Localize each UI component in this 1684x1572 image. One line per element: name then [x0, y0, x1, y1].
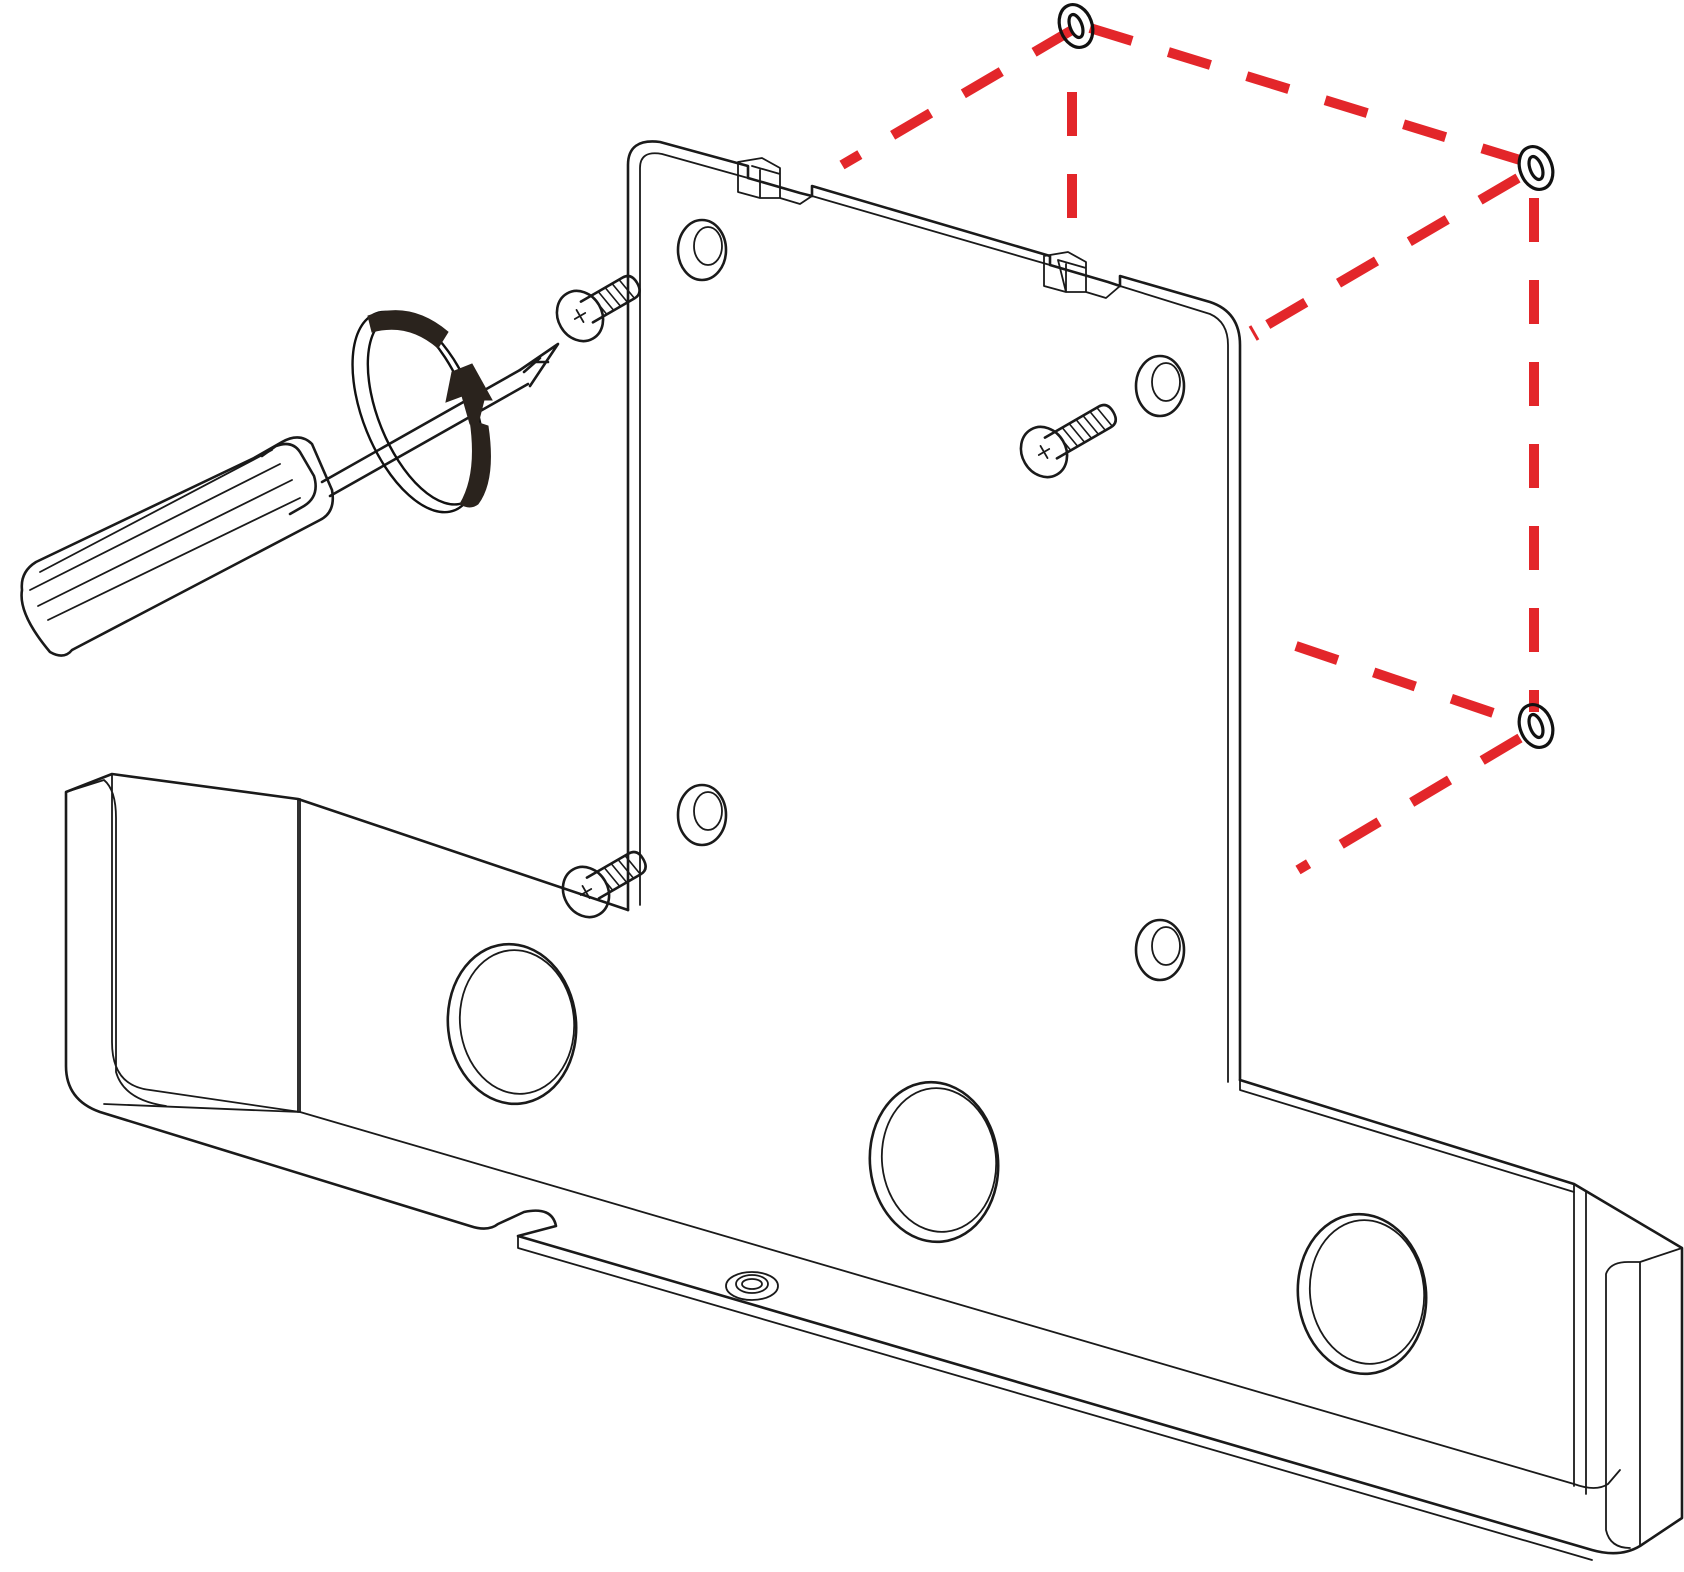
tray-hole-left — [446, 942, 578, 1106]
mount-point-right-lower — [1517, 703, 1555, 749]
plate-hole-bottom-right — [1134, 918, 1186, 982]
mount-point-top — [1057, 3, 1095, 49]
tray-front-lip — [517, 1235, 1593, 1561]
rotation-arrow-lower — [459, 419, 491, 508]
screw-right — [1019, 403, 1118, 479]
guide-lower-to-center — [1295, 733, 1523, 875]
clockwise-arrow — [351, 310, 493, 514]
guide-lower-from-center — [1294, 641, 1522, 727]
tray-hole-center — [868, 1080, 1000, 1244]
tray-right-wall — [1573, 1183, 1683, 1549]
tray-floor-edge — [103, 1103, 1621, 1489]
guide-top-to-right — [1088, 23, 1522, 165]
mount-points — [1057, 3, 1555, 749]
alignment-guides — [839, 23, 1539, 875]
tray-right-edge — [1239, 1079, 1575, 1193]
plate-hole-top-right — [1134, 354, 1186, 418]
wall-mount-bracket — [64, 140, 1684, 1561]
arrowhead-icon — [445, 363, 493, 425]
guide-stub — [1248, 325, 1260, 341]
threaded-insert — [725, 1271, 779, 1301]
top-clip-right — [1043, 251, 1121, 299]
screw-bottom-left — [561, 850, 647, 919]
guide-right-to-center — [1247, 173, 1521, 340]
screwdriver-shaft — [320, 368, 530, 498]
back-plate-edge — [639, 152, 1229, 1083]
tray-outline — [64, 772, 1684, 1555]
tray-inner-left — [65, 773, 301, 1113]
guide-top-to-left — [839, 25, 1075, 170]
screw-top-left — [555, 274, 641, 343]
rotation-arrow-upper — [367, 310, 449, 349]
plate-hole-bottom-left — [676, 783, 728, 847]
top-clip-left — [737, 157, 813, 205]
screwdriver-tip — [518, 342, 560, 388]
back-plate-outline — [626, 140, 1242, 1082]
mount-point-right-upper — [1517, 145, 1555, 191]
phillips-screwdriver — [20, 342, 560, 657]
plate-hole-top-left — [676, 218, 728, 282]
screwdriver-handle — [20, 436, 335, 657]
tray-hole-right — [1296, 1212, 1428, 1376]
